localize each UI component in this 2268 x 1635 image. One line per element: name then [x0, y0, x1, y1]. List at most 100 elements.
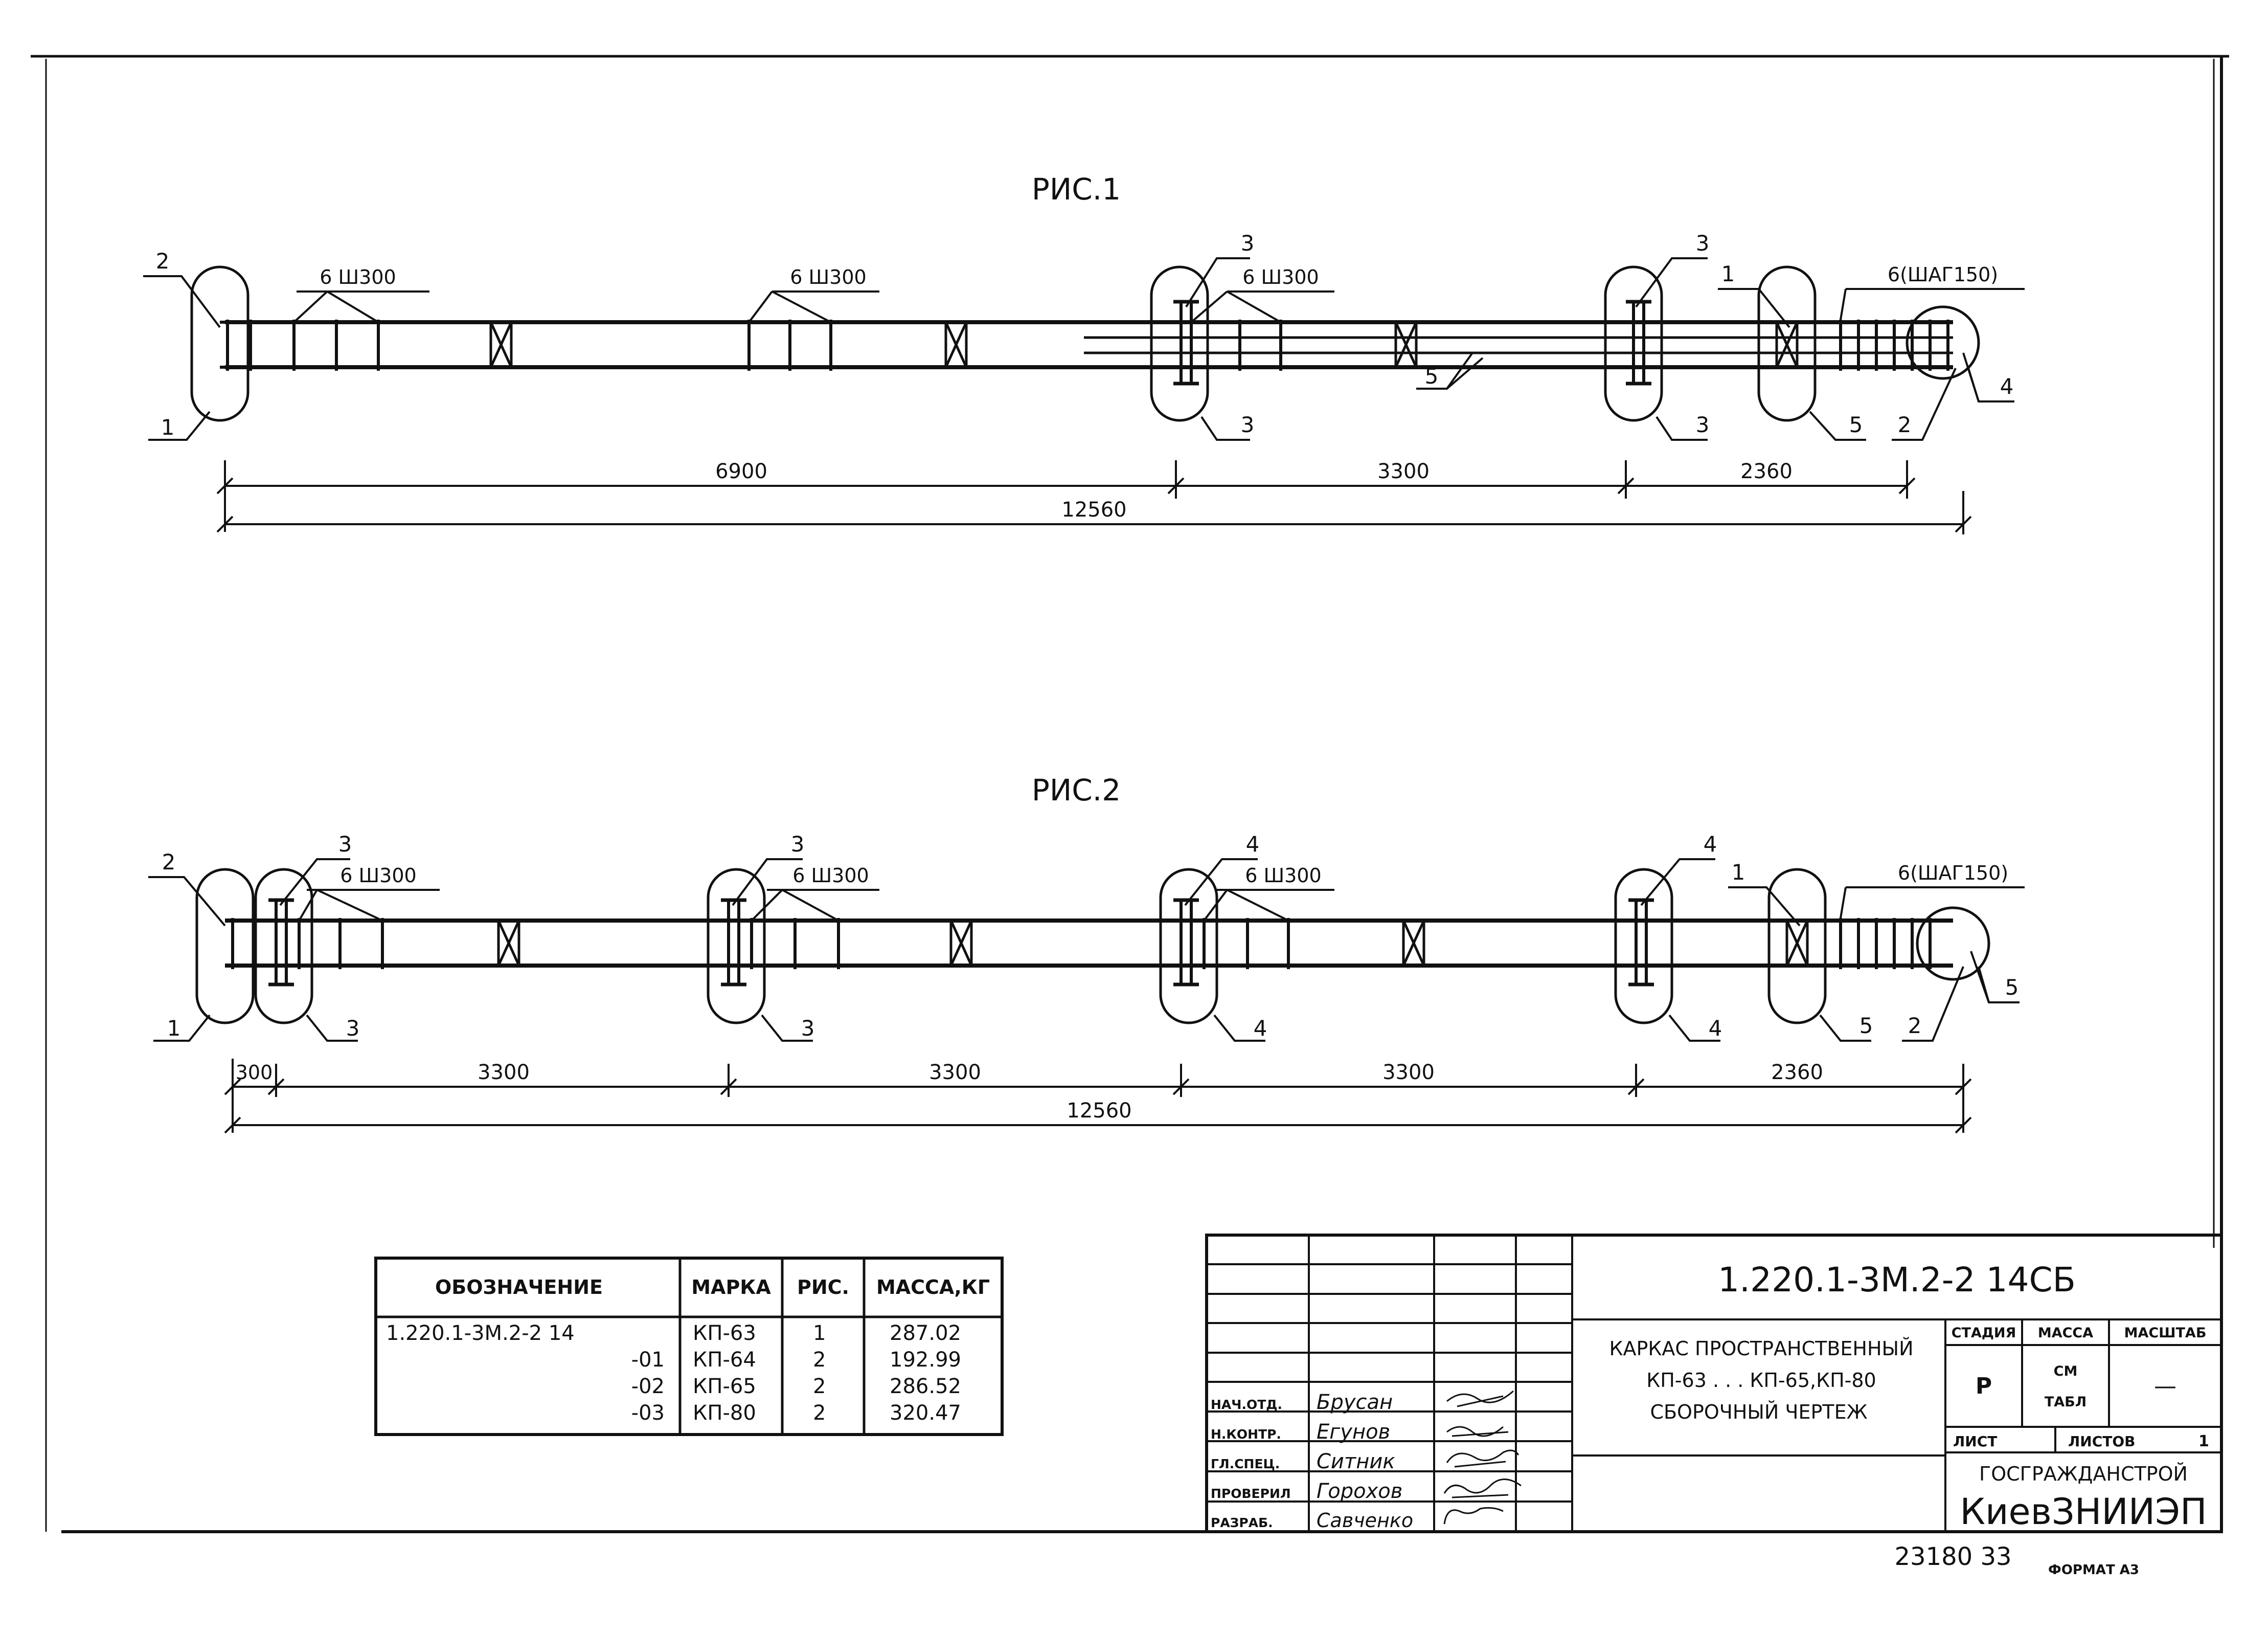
- person-name: Брусан: [1317, 1391, 1393, 1414]
- document-code: 1.220.1-3М.2-2 14СБ: [1718, 1260, 2076, 1300]
- stirrup-note: 6 Ш300: [1242, 266, 1319, 288]
- callout-number: 3: [1696, 231, 1710, 256]
- spec-table: ОБОЗНАЧЕНИЕ МАРКА РИС. МАССА,КГ 1.220.1-…: [374, 1257, 1004, 1436]
- callout-number: 3: [338, 832, 352, 857]
- dimension-label: 3300: [929, 1061, 981, 1084]
- role-label: ГЛ.СПЕЦ.: [1211, 1457, 1280, 1471]
- table-header: РИС.: [797, 1276, 849, 1298]
- stirrup-note: 6 Ш300: [340, 864, 416, 887]
- stirrup-note: 6 Ш300: [320, 266, 396, 288]
- table-cell: -03: [631, 1401, 665, 1425]
- table-header: МАССА,КГ: [876, 1276, 990, 1298]
- dimension-label: 2360: [1740, 460, 1793, 483]
- scale-label: МАСШТАБ: [2124, 1325, 2207, 1341]
- drawing-name: КАРКАС ПРОСТРАНСТВЕННЫЙ: [1609, 1337, 1913, 1360]
- stage-label: СТАДИЯ: [1952, 1325, 2016, 1341]
- section-bubble: [1614, 868, 1673, 1024]
- fig1-title: РИС.1: [1032, 172, 1121, 207]
- stirrup-note: 6 Ш300: [1245, 864, 1321, 887]
- stirrup-note: 6 Ш300: [792, 864, 869, 887]
- table-cell: -01: [631, 1348, 665, 1372]
- dimension-label: 6900: [715, 460, 767, 483]
- table-cell: КП-80: [693, 1401, 756, 1425]
- table-cell: 1.220.1-3М.2-2 14: [386, 1322, 575, 1345]
- table-cell: 287.02: [890, 1322, 961, 1345]
- callout-number: 2: [156, 249, 170, 274]
- dimension-label: 300: [236, 1061, 273, 1084]
- stirrup-note: 6 Ш300: [790, 266, 866, 288]
- role-label: РАЗРАБ.: [1211, 1515, 1273, 1530]
- table-cell: КП-64: [693, 1348, 756, 1372]
- section-bubble: [1150, 265, 1209, 422]
- figure-2: РИС.2: [148, 773, 2025, 1134]
- stirrup-note: 6(ШАГ150): [1888, 263, 1998, 286]
- callout-number: 3: [346, 1016, 360, 1041]
- callout-number: 4: [2000, 374, 2014, 399]
- callout-number: 5: [1859, 1013, 1873, 1038]
- title-block: 1.220.1-3М.2-2 14СБ КАРКАС ПРОСТРАНСТВЕН…: [1205, 1234, 2223, 1533]
- detail-circle: [1916, 906, 1990, 981]
- sheets-value: 1: [2198, 1432, 2209, 1450]
- dimension-label: 12560: [1067, 1099, 1131, 1123]
- person-name: Савченко: [1317, 1509, 1413, 1532]
- stirrup-note: 6(ШАГ150): [1898, 862, 2008, 884]
- callout-number: 1: [167, 1016, 181, 1041]
- callout-number: 1: [161, 415, 175, 440]
- callout-number: 3: [801, 1016, 815, 1041]
- person-name: Егунов: [1317, 1420, 1390, 1444]
- callout-number: 2: [1908, 1013, 1922, 1038]
- table-cell: -02: [631, 1375, 665, 1398]
- person-name: Горохов: [1317, 1480, 1402, 1503]
- figure-1: РИС.1: [143, 172, 2025, 534]
- sheet-format: ФОРМАТ А3: [2048, 1562, 2139, 1578]
- callout-number: 3: [1241, 231, 1255, 256]
- scale-value: —: [2154, 1373, 2176, 1399]
- callout-number: 5: [1849, 412, 1863, 437]
- section-bubble: [190, 265, 250, 422]
- role-label: Н.КОНТР.: [1211, 1427, 1281, 1442]
- section-bubble: [1767, 868, 1827, 1024]
- callout-number: 1: [1732, 860, 1745, 885]
- organization: ГОСГРАЖДАНСТРОЙ: [1979, 1463, 2188, 1485]
- fig2-title: РИС.2: [1032, 773, 1121, 808]
- table-cell: 2: [813, 1375, 826, 1398]
- section-bubble: [1159, 868, 1218, 1024]
- dimension-label: 3300: [1377, 460, 1430, 483]
- section-bubble: [1757, 265, 1817, 422]
- dimension-label: 2360: [1771, 1061, 1823, 1084]
- sheets-label: ЛИСТОВ: [2068, 1433, 2135, 1450]
- role-label: НАЧ.ОТД.: [1211, 1397, 1282, 1412]
- stage-value: Р: [1976, 1373, 1992, 1399]
- table-cell: 286.52: [890, 1375, 961, 1398]
- table-cell: 2: [813, 1401, 826, 1425]
- drawing-name: СБОРОЧНЫЙ ЧЕРТЕЖ: [1650, 1401, 1867, 1423]
- callout-number: 4: [1254, 1016, 1267, 1041]
- dimension-label: 3300: [1382, 1061, 1435, 1084]
- dimension-label: 3300: [478, 1061, 530, 1084]
- callout-number: 1: [1721, 261, 1735, 286]
- section-bubble: [707, 868, 766, 1024]
- callout-number: 3: [1241, 412, 1255, 437]
- mass-value: ТАБЛ: [2045, 1394, 2086, 1410]
- mass-label: МАССА: [2038, 1325, 2093, 1341]
- detail-circle: [1906, 305, 1980, 380]
- callout-number: 2: [1898, 412, 1912, 437]
- drawing-name: КП-63 . . . КП-65,КП-80: [1646, 1369, 1876, 1392]
- section-bubble: [1604, 265, 1663, 422]
- dimension-label: 12560: [1061, 498, 1126, 522]
- callout-number: 4: [1704, 832, 1717, 857]
- callout-number: 3: [791, 832, 805, 857]
- table-cell: КП-65: [693, 1375, 756, 1398]
- table-cell: 2: [813, 1348, 826, 1372]
- sheet-label: ЛИСТ: [1953, 1433, 1997, 1450]
- table-header: МАРКА: [691, 1276, 771, 1298]
- table-cell: 192.99: [890, 1348, 961, 1372]
- organization: КиевЗНИИЭП: [1960, 1491, 2207, 1533]
- signature: [1443, 1390, 1522, 1525]
- table-cell: КП-63: [693, 1322, 756, 1345]
- role-label: ПРОВЕРИЛ: [1211, 1486, 1291, 1501]
- table-cell: 1: [813, 1322, 826, 1345]
- callout-number: 4: [1246, 832, 1260, 857]
- callout-number: 5: [1425, 364, 1439, 389]
